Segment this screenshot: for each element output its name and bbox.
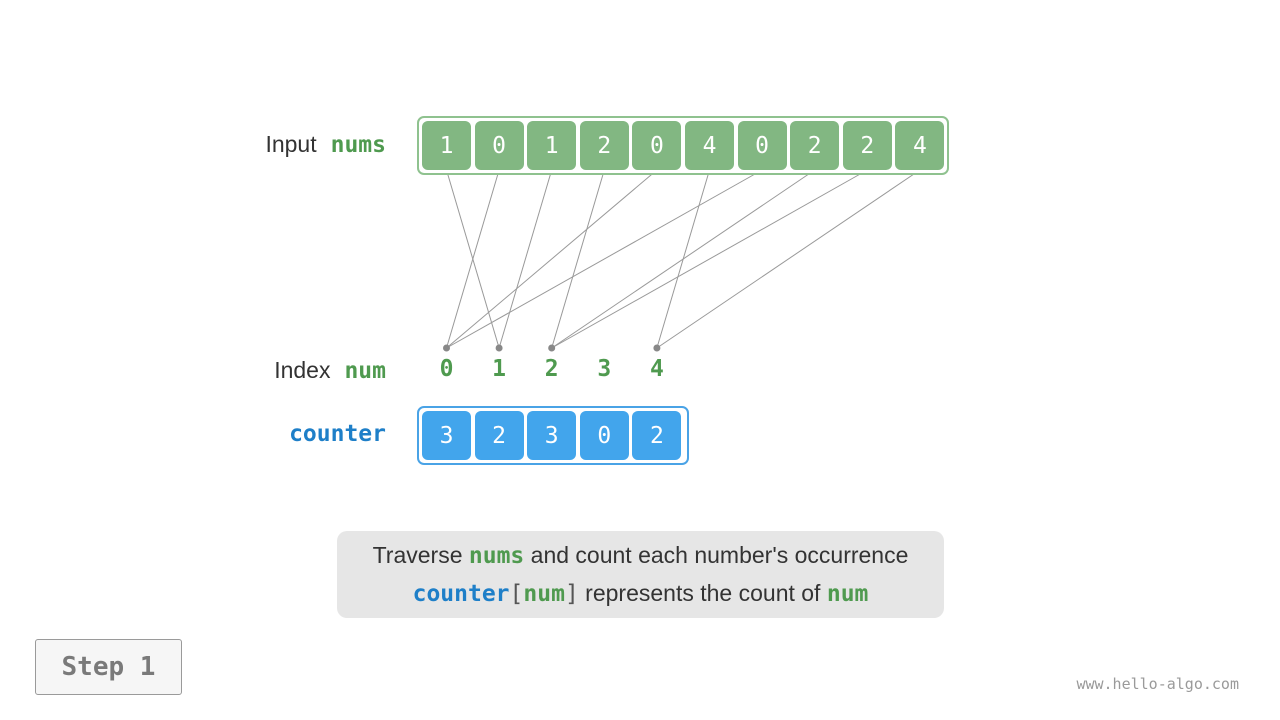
nums-cell-6: 0 [737,121,787,170]
counter-cell-2: 3 [527,411,577,460]
counter-label: counter [86,421,386,447]
index-dot-2 [548,344,556,352]
index-value-1: 1 [492,356,507,382]
nums-cell-9: 4 [895,121,945,170]
mapping-line-7 [551,169,815,349]
index-value-4: 4 [649,356,664,382]
index-label: Index num [86,357,386,384]
index-label-keyword: num [344,358,386,384]
nums-cell-1: 0 [474,121,524,170]
nums-cell-0: 1 [422,121,471,170]
caption-keyword-num: num [826,580,869,607]
caption-bracket: ] [564,580,579,607]
input-label-text: Input [265,131,317,157]
caption-bracket: [ [509,580,524,607]
counter-cell-0: 3 [422,411,471,460]
mapping-line-2 [498,169,553,349]
mapping-line-8 [551,169,868,349]
nums-cell-7: 2 [790,121,840,170]
caption-line-2: counter[num] represents the count of num [413,575,869,613]
index-dot-4 [653,344,661,352]
mapping-line-1 [446,169,500,349]
index-label-text: Index [274,357,331,383]
counter-cell-4: 2 [632,411,682,460]
index-value-3: 3 [597,356,612,382]
input-label: Input nums [86,131,386,158]
index-dot-0 [443,344,450,352]
nums-cell-4: 0 [632,121,682,170]
caption-text: Traverse [372,541,469,568]
caption-keyword-nums: nums [468,542,525,569]
index-value-0: 0 [439,356,454,382]
counter-cell-3: 0 [579,411,629,460]
counter-cell-1: 2 [474,411,524,460]
mapping-line-4 [446,169,658,349]
mapping-line-6 [446,169,763,349]
nums-cell-2: 1 [527,121,577,170]
step-button[interactable]: Step 1 [35,639,182,695]
nums-cell-8: 2 [842,121,892,170]
caption-keyword-counter: counter [412,580,510,607]
caption-text: and count each number's occurrence [524,541,909,568]
caption-box: Traverse nums and count each number's oc… [337,531,944,618]
caption-keyword-num: num [523,580,565,607]
nums-cell-5: 4 [685,121,734,170]
index-value-2: 2 [544,356,559,382]
watermark: www.hello-algo.com [1076,675,1239,693]
counter-label-keyword: counter [289,421,386,447]
caption-line-1: Traverse nums and count each number's oc… [373,537,909,575]
input-label-keyword: nums [330,132,386,158]
index-dot-1 [495,344,503,352]
caption-text: represents the count of [578,579,827,606]
mapping-line-9 [656,169,921,349]
mapping-line-3 [551,169,605,349]
nums-cell-3: 2 [579,121,629,170]
